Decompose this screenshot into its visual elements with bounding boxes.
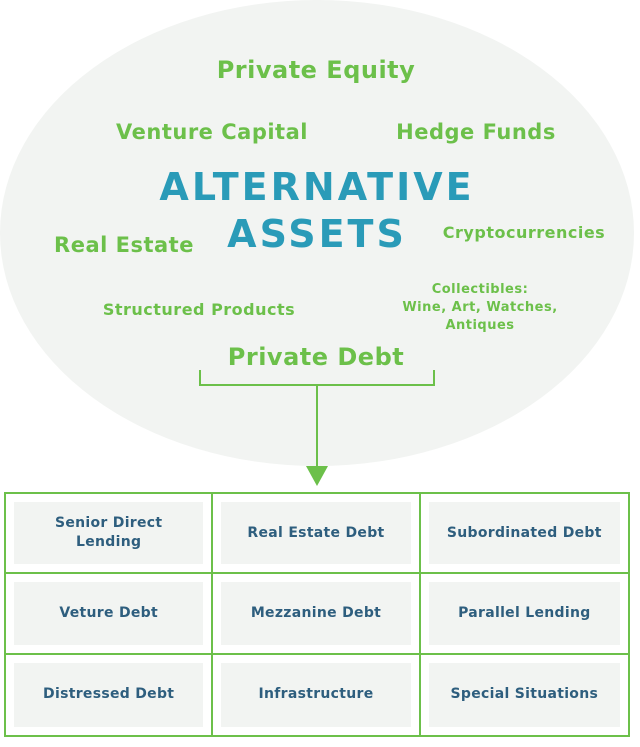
- debt-type-senior-direct-lending: Senior Direct Lending: [14, 502, 204, 565]
- term-real-estate: Real Estate: [54, 233, 194, 257]
- debt-type-real-estate-debt: Real Estate Debt: [221, 502, 411, 565]
- down-arrow-icon: [306, 466, 328, 486]
- debt-type-parallel-lending: Parallel Lending: [428, 582, 620, 645]
- term-cryptocurrencies: Cryptocurrencies: [442, 223, 606, 242]
- debt-type-veture-debt: Veture Debt: [14, 582, 204, 645]
- grid-cell: Infrastructure: [213, 654, 421, 735]
- term-private-debt: Private Debt: [227, 343, 405, 371]
- grid-cell: Distressed Debt: [6, 654, 214, 735]
- private-debt-bracket: [199, 370, 435, 386]
- collectibles-line-3: Antiques: [445, 318, 515, 333]
- debt-type-subordinated-debt: Subordinated Debt: [428, 502, 620, 565]
- debt-type-mezzanine-debt: Mezzanine Debt: [221, 582, 411, 645]
- term-structured-products: Structured Products: [102, 300, 296, 319]
- collectibles-line-2: Wine, Art, Watches,: [402, 300, 558, 315]
- grid-cell: Senior Direct Lending: [6, 494, 214, 575]
- grid-cell: Mezzanine Debt: [213, 574, 421, 655]
- title-line-1: ALTERNATIVE: [159, 165, 475, 209]
- term-hedge-funds: Hedge Funds: [396, 120, 556, 144]
- connector-line: [316, 385, 318, 467]
- debt-type-distressed-debt: Distressed Debt: [14, 662, 204, 727]
- term-private-equity: Private Equity: [216, 56, 416, 84]
- term-collectibles: Collectibles: Wine, Art, Watches, Antiqu…: [402, 281, 557, 335]
- grid-cell: Subordinated Debt: [420, 494, 628, 575]
- grid-cell: Parallel Lending: [420, 574, 628, 655]
- debt-type-special-situations: Special Situations: [428, 662, 620, 727]
- grid-cell: Veture Debt: [6, 574, 214, 655]
- debt-type-infrastructure: Infrastructure: [221, 662, 411, 727]
- collectibles-line-1: Collectibles:: [431, 282, 529, 297]
- private-debt-grid: Senior Direct Lending Real Estate Debt S…: [4, 492, 630, 737]
- title-line-2: ASSETS: [227, 212, 407, 256]
- grid-cell: Special Situations: [421, 655, 628, 735]
- term-venture-capital: Venture Capital: [116, 120, 308, 144]
- grid-cell: Real Estate Debt: [213, 494, 421, 575]
